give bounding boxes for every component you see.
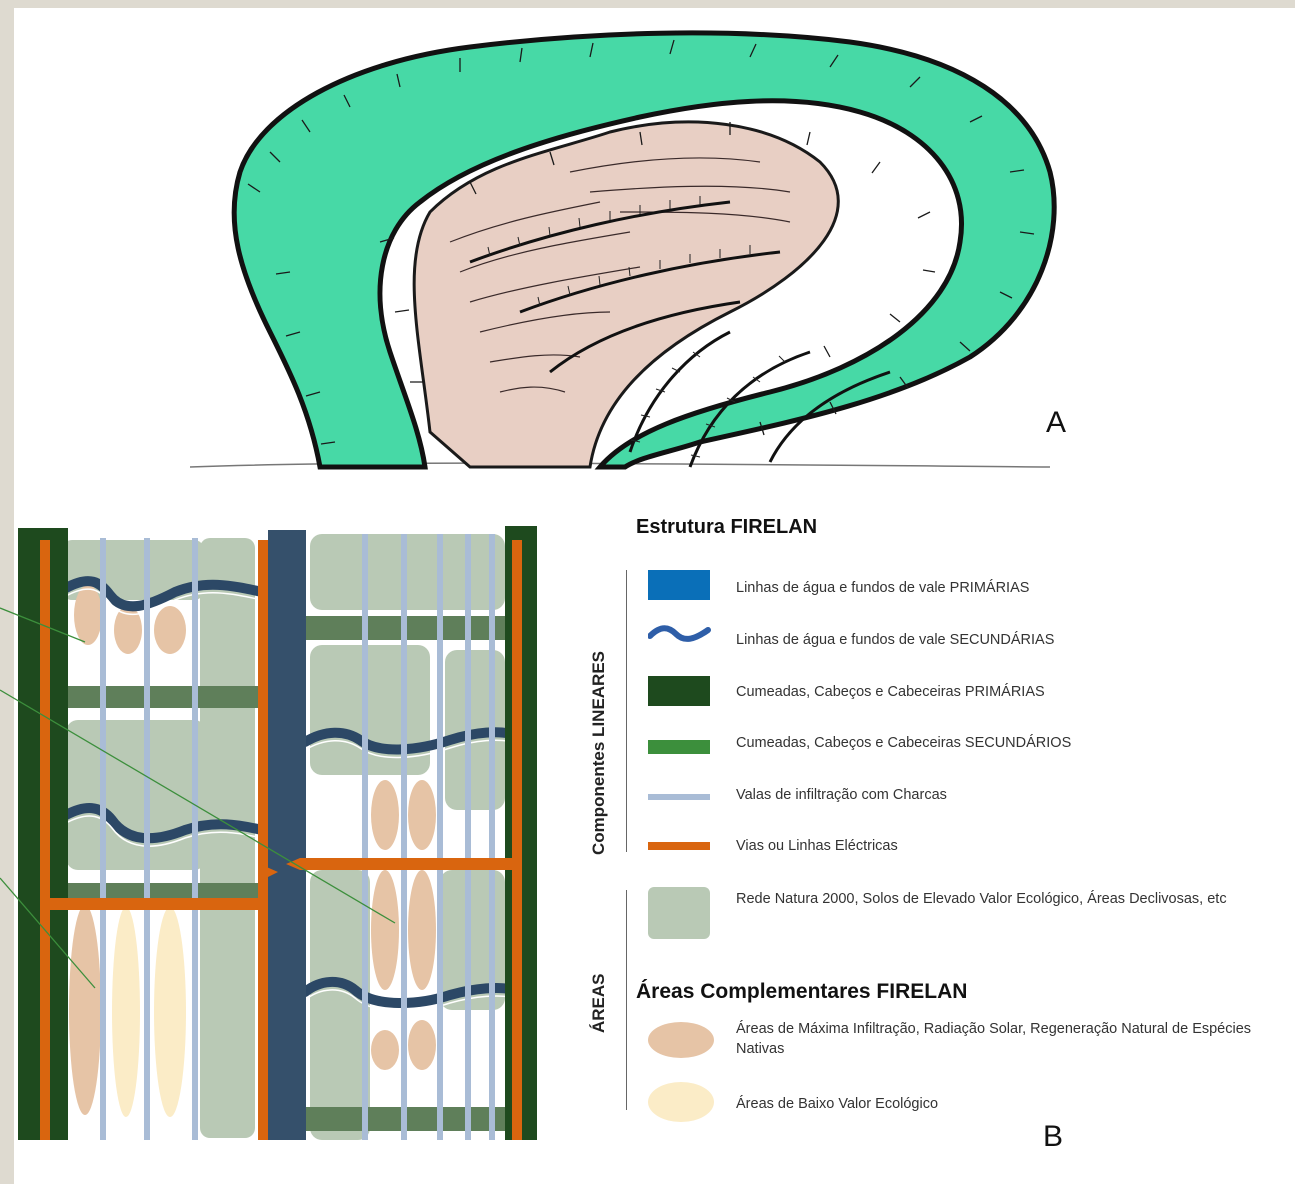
- ridge-secondary: [66, 883, 261, 898]
- landscape-sketch: [170, 12, 1070, 482]
- max-infiltration-area: [371, 780, 399, 850]
- legend-label-ridge-primary: Cumeadas, Cabeços e Cabeceiras PRIMÁRIAS: [736, 682, 1256, 702]
- legend-swatch-water-primary: [648, 570, 710, 600]
- legend-label-natura: Rede Natura 2000, Solos de Elevado Valor…: [736, 889, 1256, 909]
- max-infiltration-area: [74, 585, 102, 645]
- max-infiltration-area: [371, 870, 399, 990]
- natura-area: [310, 534, 505, 610]
- natura-area: [200, 538, 255, 1138]
- low-value-area: [112, 907, 140, 1117]
- max-infiltration-area: [114, 606, 142, 654]
- max-infiltration-area: [154, 606, 186, 654]
- firelan-schematic: [0, 520, 545, 1140]
- legend-label-ridge-secondary: Cumeadas, Cabeços e Cabeceiras SECUNDÁRI…: [736, 733, 1256, 753]
- panel-label-b: B: [1043, 1120, 1063, 1154]
- max-infiltration-area: [69, 905, 101, 1115]
- legend-group-areas-label: ÁREAS: [589, 973, 609, 1033]
- legend-bracket-areas: [626, 890, 627, 1110]
- legend-label-max-infiltration: Áreas de Máxima Infiltração, Radiação So…: [736, 1019, 1256, 1059]
- legend-label-swale: Valas de infiltração com Charcas: [736, 785, 1256, 805]
- legend-swatch-max-infiltration: [648, 1022, 714, 1058]
- legend-swatch-ridge-secondary: [648, 740, 710, 754]
- legend-group-linear-label: Componentes LINEARES: [589, 651, 609, 855]
- max-infiltration-area: [371, 1030, 399, 1070]
- water-primary: [268, 530, 306, 1140]
- max-infiltration-area: [408, 780, 436, 850]
- legend-swatch-low-value: [648, 1082, 714, 1122]
- legend-swatch-water-secondary: [648, 622, 712, 646]
- max-infiltration-area: [408, 1020, 436, 1070]
- legend-label-low-value: Áreas de Baixo Valor Ecológico: [736, 1094, 1256, 1114]
- legend-label-water-primary: Linhas de água e fundos de vale PRIMÁRIA…: [736, 578, 1256, 598]
- legend-swatch-road: [648, 842, 710, 850]
- legend-swatch-ridge-primary: [648, 676, 710, 706]
- natura-area: [310, 870, 370, 1140]
- ridge-secondary: [305, 616, 515, 640]
- legend-swatch-swale: [648, 794, 710, 800]
- top-border: [0, 0, 1295, 8]
- natura-area: [66, 720, 206, 870]
- legend-swatch-natura: [648, 887, 710, 939]
- legend-label-road: Vias ou Linhas Eléctricas: [736, 836, 1256, 856]
- max-infiltration-area: [408, 870, 436, 990]
- ridge-secondary: [66, 686, 261, 708]
- legend-label-water-secondary: Linhas de água e fundos de vale SECUNDÁR…: [736, 630, 1256, 650]
- panel-label-a: A: [1046, 406, 1066, 440]
- legend-complementary-title: Áreas Complementares FIRELAN: [636, 980, 967, 1004]
- legend-title: Estrutura FIRELAN: [636, 516, 817, 539]
- low-value-area: [154, 907, 186, 1117]
- natura-area: [310, 645, 430, 775]
- ridge-secondary: [305, 1107, 515, 1131]
- legend-bracket-linear: [626, 570, 627, 852]
